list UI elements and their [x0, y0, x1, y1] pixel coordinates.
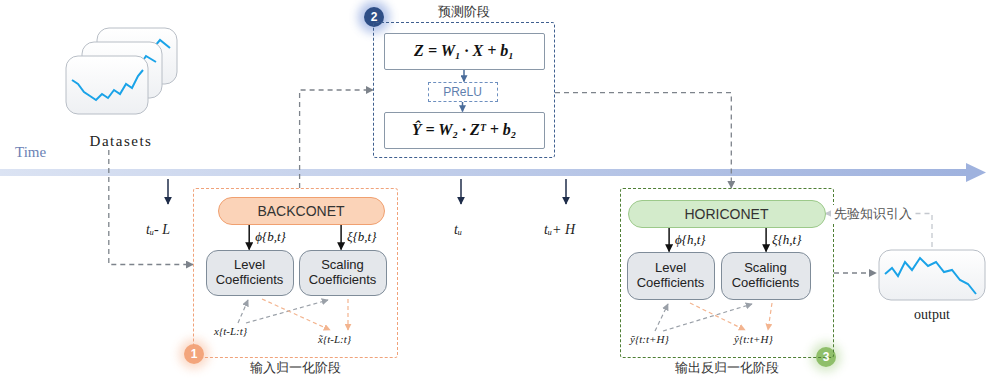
node-text: BACKCONET: [257, 203, 344, 219]
tick-label: tᵤ- L: [146, 222, 170, 238]
node-text: Datasets: [90, 133, 153, 150]
node-text: PReLU: [443, 85, 482, 99]
coefficient-box: Scaling Coefficients: [721, 252, 811, 300]
connector: [463, 70, 465, 82]
node-text: Scaling Coefficients: [303, 258, 383, 288]
output-card: [885, 258, 976, 294]
formula-box: Z = W₁ · X + b₁: [384, 33, 545, 70]
edge-label: ϕ{h,t}: [675, 232, 706, 248]
callout-circles: [811, 342, 841, 372]
callout-number: 2: [371, 10, 378, 24]
signal-label: ỹ{t:t+H}: [630, 333, 669, 345]
node-text: HORICONET: [685, 206, 769, 222]
callout-circles: [364, 7, 384, 27]
stage-title: 输出反归一化阶段: [675, 359, 779, 377]
signal-label: ŷ{t:t+H}: [734, 333, 773, 345]
dataset-cards: [66, 56, 148, 114]
output-card: [879, 250, 985, 300]
connector: [555, 93, 731, 188]
dataset-cards: [66, 28, 177, 114]
stage-title: 输入归一化阶段: [250, 359, 341, 377]
connector: [109, 150, 193, 265]
norm-flow-lines: [690, 303, 745, 330]
callout-circles: [184, 344, 204, 364]
node-text: Level Coefficients: [210, 258, 290, 288]
callout-circles: [179, 339, 209, 369]
callout-circles: [179, 1, 841, 372]
callout-number: 1: [191, 347, 198, 361]
output-card: [879, 250, 985, 300]
edge-label: ϕ{b,t}: [255, 229, 286, 245]
time-axis: [966, 163, 986, 182]
network-box: BACKCONET: [218, 197, 385, 225]
norm-flow-lines: [262, 299, 330, 330]
dataset-icon: Datasets: [60, 28, 182, 150]
callout-circles: [816, 347, 836, 367]
edge-label: 先验知识引入: [831, 205, 915, 223]
edge-label: ξ{h,t}: [772, 232, 801, 248]
norm-flow-lines: [663, 304, 752, 331]
node-text: Z = W₁ · X + b₁: [414, 42, 514, 60]
coefficient-box: Level Coefficients: [206, 250, 294, 296]
connector: [462, 102, 464, 112]
stage-title: 预测阶段: [438, 3, 490, 21]
node-text: Level Coefficients: [631, 261, 711, 291]
connector: [340, 225, 342, 250]
output-icon: output: [876, 247, 988, 323]
dataset-cards: [72, 70, 143, 100]
stage-box: 预测阶段Z = W₁ · X + b₁PReLUŶ = W₂ · Zᵀ + b₂: [373, 22, 555, 158]
time-axis: [0, 169, 968, 176]
coefficient-box: Level Coefficients: [627, 252, 715, 300]
node-text: Scaling Coefficients: [725, 261, 807, 291]
activation-box: PReLU: [428, 82, 498, 102]
connector: [834, 272, 876, 273]
norm-flow-lines: [246, 300, 328, 323]
edge-label: ξ{b,t}: [347, 229, 376, 245]
network-box: HORICONET: [628, 200, 826, 228]
signal-label: x{t-L:t}: [214, 325, 247, 337]
time-ticks: [167, 179, 169, 204]
norm-flow-lines: [768, 303, 772, 330]
norm-flow-lines: [238, 300, 248, 323]
node-text: Ŷ = W₂ · Zᵀ + b₂: [412, 121, 517, 139]
connector: [248, 225, 250, 250]
norm-flow-lines: [238, 299, 772, 331]
signal-label: x̃{t-L:t}: [318, 333, 351, 345]
time-ticks: [565, 179, 567, 204]
axis-label: Time: [15, 144, 46, 161]
callout-circles: [358, 1, 390, 33]
connector: [668, 228, 670, 252]
formula-box: Ŷ = W₂ · Zᵀ + b₂: [384, 112, 545, 149]
connector: [765, 228, 767, 252]
tick-label: tᵤ+ H: [544, 222, 575, 238]
callout-number: 3: [823, 350, 830, 364]
stage-box: 输出反归一化阶段HORICONETLevel CoefficientsScali…: [620, 188, 834, 358]
time-ticks: [460, 179, 462, 204]
tick-label: tᵤ: [454, 222, 462, 238]
norm-flow-lines: [655, 304, 668, 331]
time-axis: [0, 163, 986, 182]
norm-flow-lines: [347, 299, 348, 330]
coefficient-box: Scaling Coefficients: [299, 250, 387, 296]
node-text: output: [914, 307, 950, 323]
connector: [300, 90, 373, 188]
